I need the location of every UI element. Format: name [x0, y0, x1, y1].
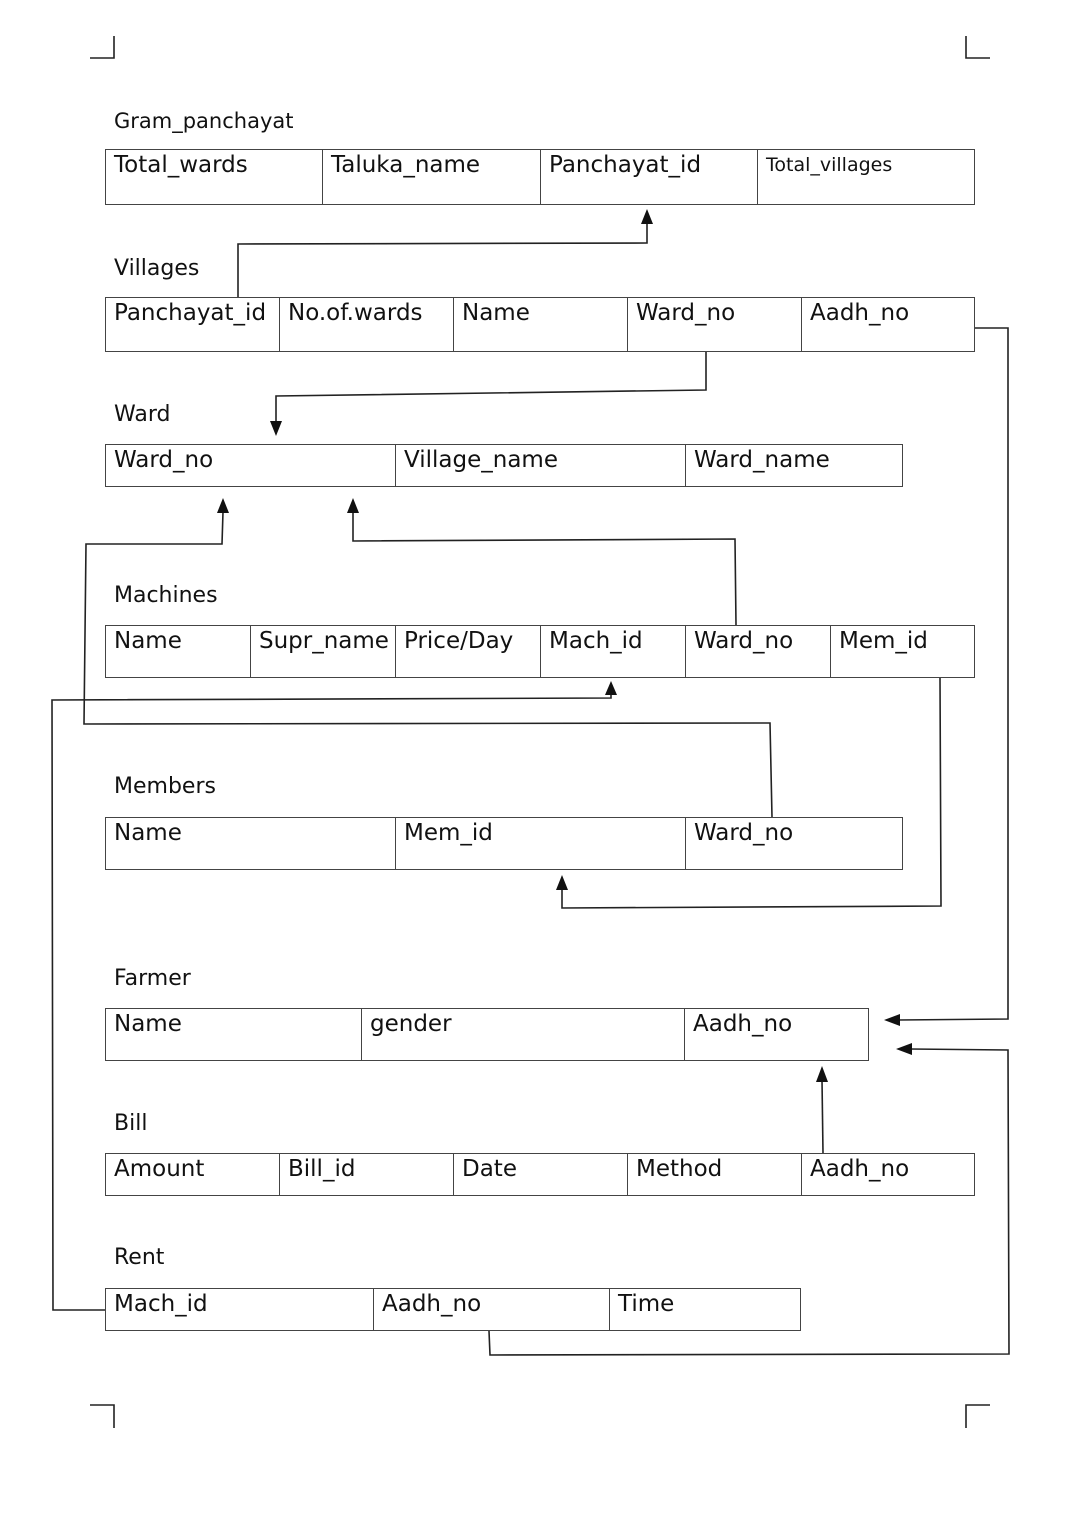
connector-rent-machines — [51, 692, 612, 1311]
column-mach-id: Mach_id — [106, 1289, 374, 1330]
arrowhead-up — [605, 681, 617, 695]
column-panchayat-id: Panchayat_id — [541, 150, 758, 204]
column-no-of-wards: No.of.wards — [280, 298, 454, 351]
table-farmer: Name gender Aadh_no — [105, 1008, 869, 1061]
table-members: Name Mem_id Ward_no — [105, 817, 903, 870]
column-aadh-no: Aadh_no — [374, 1289, 610, 1330]
column-total-wards: Total_wards — [106, 150, 323, 204]
table-title-members: Members — [114, 774, 216, 799]
table-title-bill: Bill — [114, 1111, 148, 1136]
column-ward-no: Ward_no — [686, 626, 831, 677]
table-ward: Ward_no Village_name Ward_name — [105, 444, 903, 487]
column-mach-id: Mach_id — [541, 626, 686, 677]
corner-mark-top-right — [965, 36, 990, 59]
table-bill: Amount Bill_id Date Method Aadh_no — [105, 1153, 975, 1196]
column-ward-name: Ward_name — [694, 447, 830, 473]
corner-mark-top-left — [90, 36, 115, 59]
connector-bill-farmer — [821, 1079, 824, 1154]
column-village-name: Village_name — [396, 445, 686, 486]
column-supr-name: Supr_name — [251, 626, 396, 677]
connector-machines-members — [561, 677, 942, 909]
connector-villages-ward — [275, 352, 707, 422]
table-title-gram-panchayat: Gram_panchayat — [114, 109, 294, 133]
connector-rent-farmer — [488, 1048, 1010, 1356]
column-bill-id: Bill_id — [280, 1154, 454, 1195]
table-title-villages: Villages — [114, 256, 200, 281]
table-rent: Mach_id Aadh_no Time — [105, 1288, 801, 1331]
column-name: Name — [106, 1009, 362, 1060]
arrowhead-up — [556, 875, 568, 890]
table-title-rent: Rent — [114, 1245, 165, 1270]
column-time: Time — [618, 1291, 675, 1317]
arrowhead-left — [884, 1014, 900, 1026]
column-method: Method — [628, 1154, 802, 1195]
arrowhead-up — [816, 1066, 828, 1082]
column-taluka-name: Taluka_name — [323, 150, 541, 204]
column-aadh-no: Aadh_no — [810, 300, 910, 326]
column-price-per-day: Price/Day — [396, 626, 541, 677]
corner-mark-bottom-right — [965, 1404, 990, 1428]
connector-villages-panchayat — [237, 222, 648, 297]
column-aadh-no: Aadh_no — [693, 1011, 793, 1037]
table-title-machines: Machines — [114, 583, 218, 608]
column-ward-no: Ward_no — [628, 298, 802, 351]
table-gram-panchayat: Total_wards Taluka_name Panchayat_id Tot… — [105, 149, 975, 205]
column-mem-id: Mem_id — [839, 628, 928, 654]
corner-mark-bottom-left — [90, 1404, 115, 1428]
column-total-villages: Total_villages — [766, 154, 893, 176]
column-date: Date — [454, 1154, 628, 1195]
column-amount: Amount — [106, 1154, 280, 1195]
column-panchayat-id: Panchayat_id — [106, 298, 280, 351]
table-villages: Panchayat_id No.of.wards Name Ward_no Aa… — [105, 297, 975, 352]
column-ward-no: Ward_no — [694, 820, 794, 846]
table-title-ward: Ward — [114, 402, 171, 427]
arrowhead-left — [896, 1043, 912, 1055]
arrowhead-up — [217, 498, 229, 513]
column-name: Name — [106, 626, 251, 677]
connector-members-ward — [83, 511, 773, 818]
connector-villages-farmer — [897, 327, 1009, 1021]
column-mem-id: Mem_id — [396, 818, 686, 869]
column-gender: gender — [362, 1009, 685, 1060]
column-name: Name — [106, 818, 396, 869]
arrowhead-up — [641, 209, 653, 224]
column-aadh-no: Aadh_no — [810, 1156, 910, 1182]
arrowhead-down — [270, 421, 282, 436]
arrowhead-up — [347, 498, 359, 513]
column-ward-no: Ward_no — [106, 445, 396, 486]
column-name: Name — [454, 298, 628, 351]
table-machines: Name Supr_name Price/Day Mach_id Ward_no… — [105, 625, 975, 678]
table-title-farmer: Farmer — [114, 966, 191, 991]
connector-machines-ward — [352, 512, 737, 626]
